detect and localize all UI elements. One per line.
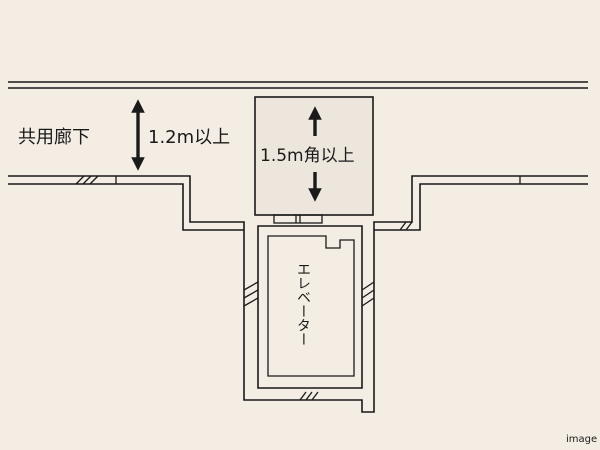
corridor-top-wall [8,81,588,89]
corridor-label: 共用廊下 [18,127,90,148]
elevator-door [273,214,323,224]
image-note: image [566,434,597,445]
wall-hatch-marks [75,175,521,401]
corridor-width-label: 1.2m以上 [148,127,230,148]
corridor-bottom-wall [8,175,588,413]
hall-size-label: 1.5m角以上 [260,146,355,166]
elevator-label: エレベーター [295,262,311,346]
elevator-car [267,235,355,377]
